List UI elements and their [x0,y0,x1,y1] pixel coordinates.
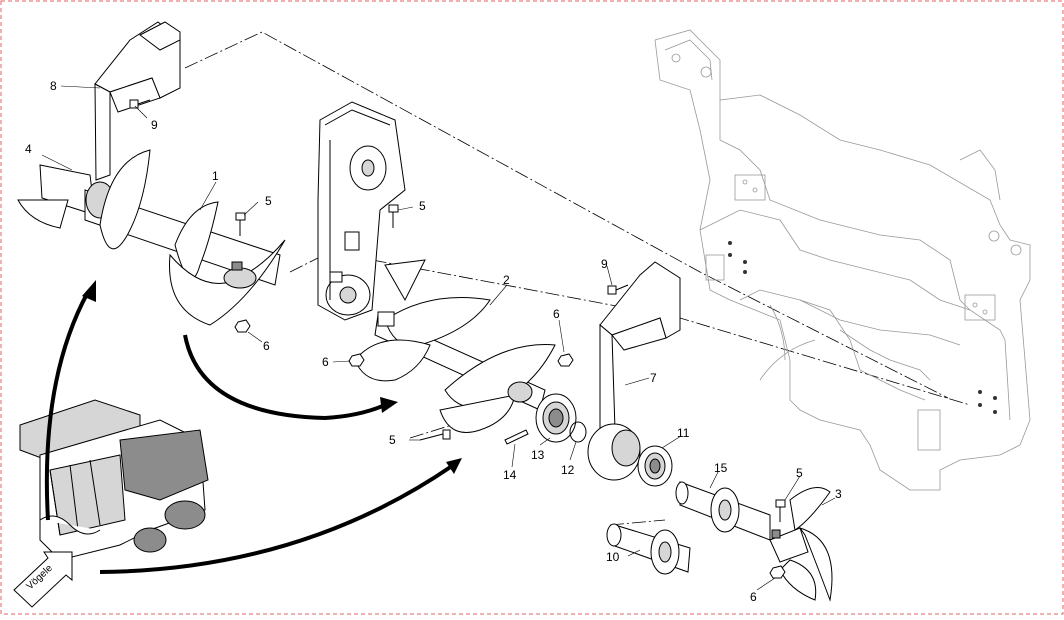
callout-9a: 9 [151,118,158,132]
callout-13: 13 [531,448,545,462]
callout-1: 1 [212,169,219,183]
part-1-auger [17,149,286,326]
callout-2: 2 [503,273,510,287]
bolt-5-d [775,499,786,522]
brand-arrow [13,551,73,608]
callout-3: 3 [835,487,842,501]
bolt-9-a [129,99,151,109]
callout-8: 8 [50,79,57,93]
callout-6d: 6 [750,590,757,604]
nut-6-b [348,353,365,367]
gearbox-housing [317,101,406,321]
bolt-5-c [419,429,451,441]
circlip-12 [569,421,587,443]
callout-9b: 9 [601,257,608,271]
callout-12: 12 [561,463,575,477]
bolt-5-a [235,212,246,236]
callout-6c: 6 [553,307,560,321]
part-3-end-auger [769,487,833,602]
part-15-shaft [675,481,771,541]
bolt-5-b [388,204,399,228]
callout-5b: 5 [419,199,426,213]
nut-6-c [557,353,574,367]
assembly-axes [184,31,971,526]
bolt-9-b [607,284,629,295]
callout-11: 11 [677,426,690,440]
part-8-bracket [94,21,181,181]
callout-10: 10 [606,550,620,564]
callout-5c: 5 [389,433,396,447]
callout-4: 4 [25,142,32,156]
bearing-13 [535,393,577,443]
callout-14: 14 [503,468,517,482]
nut-6-d [769,565,786,579]
part-10-shaft [606,523,691,575]
pin-14 [504,429,529,445]
machine-frame [654,29,1031,491]
part-7-bracket [587,261,681,481]
paver-machine [19,399,209,561]
callout-5a: 5 [265,194,272,208]
callout-6b: 6 [322,355,329,369]
callout-5d: 5 [796,466,803,480]
callout-7: 7 [650,371,657,385]
callout-6a: 6 [263,339,270,353]
nut-6-a [234,319,251,333]
callout-15: 15 [714,461,728,475]
bearing-11 [637,445,673,487]
assembly-arrows [44,280,462,574]
leader-lines [41,85,836,591]
